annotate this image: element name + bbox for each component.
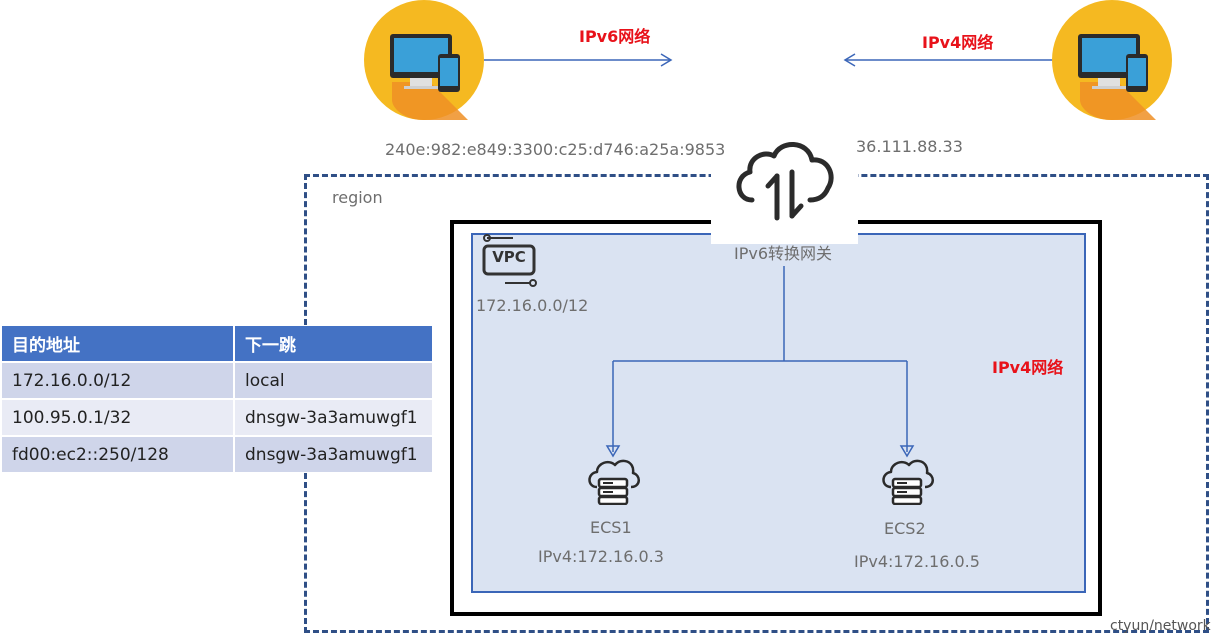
computer-phone-icon [364,0,484,120]
ecs1-ip: IPv4:172.16.0.3 [538,547,664,566]
region-label: region [332,188,383,207]
route-next-hop: dnsgw-3a3amuwgf1 [235,435,434,472]
ipv4-network-label: IPv4网络 [922,33,994,52]
ipv6-network-label: IPv6网络 [579,27,651,46]
route-destination: fd00:ec2::250/128 [2,435,235,472]
table-row: 100.95.0.1/32 dnsgw-3a3amuwgf1 [2,398,434,435]
ecs1-name: ECS1 [590,518,632,537]
table-row: 172.16.0.0/12 local [2,361,434,398]
gateway-label: IPv6转换网关 [734,244,833,263]
vpc-badge: VPC [492,248,526,266]
vpc-cidr: 172.16.0.0/12 [476,296,589,315]
ipv4-client-ip: 36.111.88.33 [856,137,963,156]
watermark: ctyun/network [1110,618,1211,634]
gateway-backdrop [711,132,858,244]
route-next-hop: dnsgw-3a3amuwgf1 [235,398,434,435]
ecs2-ip: IPv4:172.16.0.5 [854,552,980,571]
computer-phone-icon [1052,0,1172,120]
ipv6-client-ip: 240e:982:e849:3300:c25:d746:a25a:9853 [385,140,726,159]
ecs2-name: ECS2 [884,519,926,538]
cloud-server-icon [588,459,640,505]
route-table-header: 目的地址 下一跳 [2,326,434,361]
route-next-hop: local [235,361,434,398]
vpc-box [471,233,1086,593]
route-table: 目的地址 下一跳 172.16.0.0/12 local 100.95.0.1/… [2,326,434,472]
header-next-hop: 下一跳 [235,326,434,361]
cloud-transfer-icon [736,142,834,221]
vpc-icon [482,234,537,287]
table-row: fd00:ec2::250/128 dnsgw-3a3amuwgf1 [2,435,434,472]
vpc-network-label: IPv4网络 [992,358,1064,377]
route-destination: 172.16.0.0/12 [2,361,235,398]
cloud-server-icon [882,459,934,505]
header-destination: 目的地址 [2,326,235,361]
route-destination: 100.95.0.1/32 [2,398,235,435]
